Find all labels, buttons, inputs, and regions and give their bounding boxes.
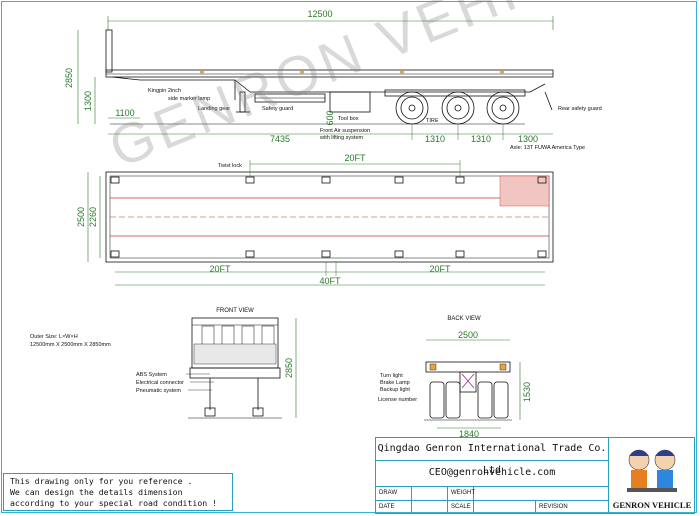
company-email: CEO@genronvehicle.com [376,460,608,487]
dim-bottom-40ft: 40FT [319,276,341,286]
company-name: Qingdao Genron International Trade Co. L… [376,438,608,476]
side-view [77,16,554,140]
outer-size-title: Outer Size: L×W×H [30,334,78,340]
weight-label: WEIGHT [448,486,475,500]
label-landing-gear: Landing gear [198,106,230,112]
label-suspension-2: with lifting system [319,135,364,141]
date-value [412,500,448,514]
dim-back-height: 1530 [522,382,532,402]
label-pneumatic: Pneumatic system [136,388,181,394]
company-logo: GENRON VEHICLE [608,438,695,513]
reference-note: This drawing only for you reference . We… [3,473,233,511]
draw-value [412,486,448,500]
dim-front-height: 2850 [284,358,294,378]
dim-back-width: 2500 [458,330,478,340]
weight-value [474,486,608,500]
dim-bottom-20ft-left: 20FT [209,264,231,274]
dim-width-outer: 2500 [76,207,86,227]
label-kingpin: Kingpin 2inch [148,88,181,94]
dim-axle-spacing-2: 1310 [471,134,491,144]
dim-axle-spacing-1: 1310 [425,134,445,144]
scale-value [474,500,536,514]
draw-label: DRAW [376,486,412,500]
title-block: Qingdao Genron International Trade Co. L… [375,437,695,514]
dim-rear-overhang: 1300 [518,134,538,144]
label-axle: Axle: 13T FUWA America Type [510,145,585,151]
note-line-1: This drawing only for you reference . [10,476,193,486]
dim-container-20ft: 20FT [344,153,366,163]
label-turn-light: Turn light [380,373,403,379]
label-brake-lamp: Brake Lamp [380,380,410,386]
dim-bottom-20ft-right: 20FT [429,264,451,274]
dim-kingpin-to-axle: 7435 [270,134,290,144]
label-safety-guard: Safety guard [262,106,293,112]
logo-text: GENRON VEHICLE [612,500,692,510]
back-view [424,339,521,429]
dim-height-total: 2850 [64,68,74,88]
label-tire: TIRE [426,118,439,124]
revision-label: REVISION [539,504,568,510]
note-line-3: according to your special road condition… [10,498,218,508]
label-tool-box: Tool box [338,116,359,122]
dim-width-inner: 2260 [88,207,98,227]
dim-wheel-track: 1840 [459,429,479,439]
label-abs: ABS System [136,372,167,378]
scale-label: SCALE [448,500,474,514]
dim-ground-clearance: 600 [325,110,335,125]
side-wheel-2 [441,91,475,125]
title-row-2: DATE SCALE REVISION [376,500,608,514]
front-view-title: FRONT VIEW [216,308,254,314]
outer-size-value: 12500mm X 2500mm X 2850mm [30,342,111,348]
label-suspension-1: Front Air suspension [320,128,370,134]
back-view-title: BACK VIEW [447,316,481,322]
front-view [188,317,297,419]
label-side-marker: side marker lamp [168,96,210,102]
label-rear-guard: Rear safety guard [558,106,602,112]
dim-front-overhang: 1100 [115,108,134,118]
dim-height-deck: 1300 [83,91,93,111]
logo-mascots-icon [627,449,677,492]
date-label: DATE [376,500,412,514]
note-line-2: We can design the details dimension [10,487,183,497]
label-electrical: Electrical connector [136,380,184,386]
dim-overall-length: 12500 [307,9,332,19]
side-wheel-3 [486,91,520,125]
top-view [87,160,554,286]
title-row-1: DRAW WEIGHT [376,486,608,501]
label-license: License number [378,397,417,403]
side-wheel-1 [395,91,429,125]
label-twist-lock: Twist lock [218,163,242,169]
label-backup-light: Backup light [380,387,410,393]
